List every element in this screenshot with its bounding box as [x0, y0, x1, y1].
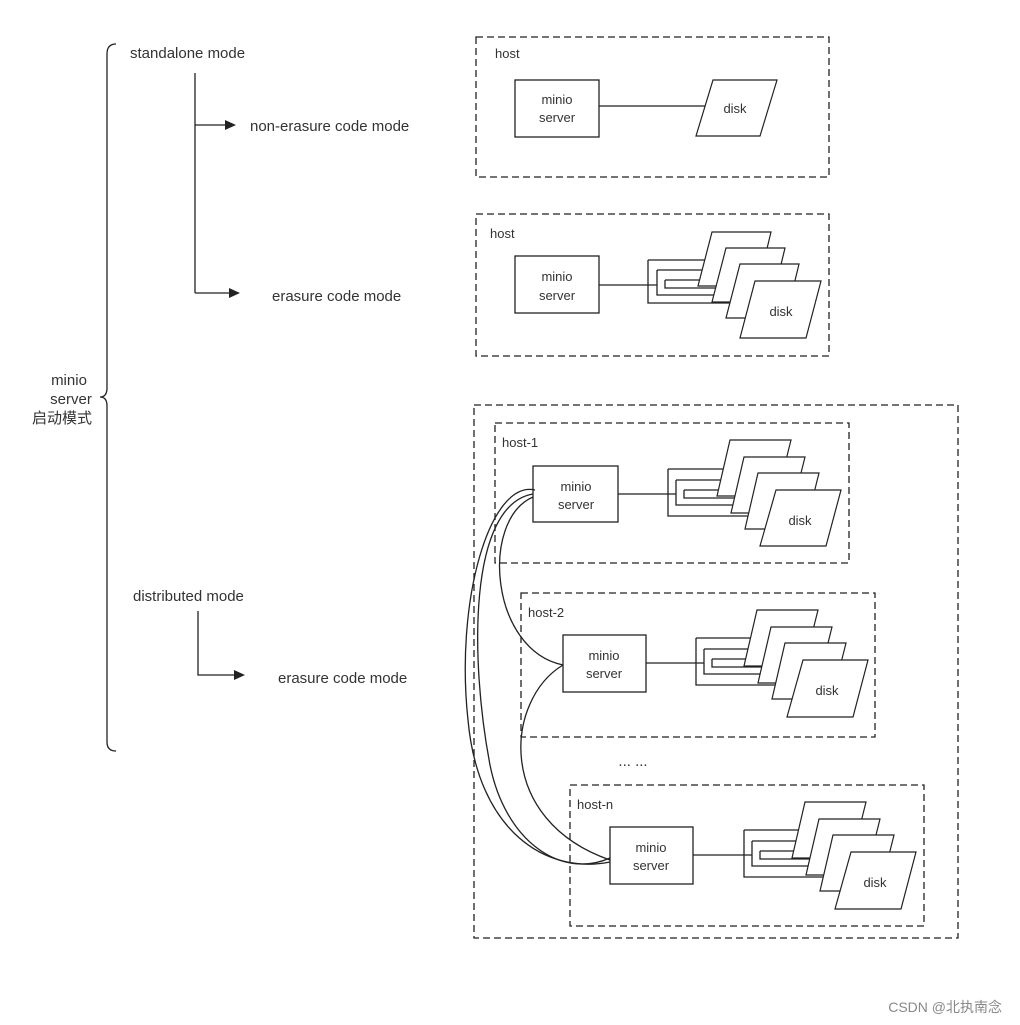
server-interconnect-lines — [464, 488, 611, 865]
root-label-line1: minio — [51, 372, 87, 389]
cluster-boundary — [473, 404, 959, 939]
distributed-host-1: host-1 minio server disk — [494, 422, 850, 564]
disk-label: disk — [788, 513, 812, 528]
minio-server-box — [562, 634, 647, 693]
server-label-line1: minio — [541, 269, 572, 284]
server-label-line2: server — [586, 666, 623, 681]
host-label: host-2 — [528, 605, 564, 620]
distributed-mode-label: distributed mode — [133, 588, 244, 605]
distributed-host-n: host-n minio server disk — [569, 784, 925, 927]
standalone-erasure-arrowhead — [229, 288, 240, 298]
disk-shape-front — [739, 280, 822, 339]
disk-shape-front — [786, 659, 869, 718]
disk-shape-front — [834, 851, 917, 910]
non-erasure-arrowhead — [225, 120, 236, 130]
server-label-line2: server — [633, 858, 670, 873]
distributed-host-2: host-2 minio server disk — [520, 592, 876, 738]
distributed-branch-line — [197, 611, 235, 676]
server-label-line1: minio — [541, 92, 572, 107]
disk-label: disk — [815, 683, 839, 698]
disk-label: disk — [769, 304, 793, 319]
minio-server-box — [514, 79, 600, 138]
minio-server-box — [609, 826, 694, 885]
server-label-line1: minio — [635, 840, 666, 855]
distributed-cluster: host-1 minio server disk host-2 minio se… — [464, 404, 959, 939]
minio-server-box — [532, 465, 619, 523]
server-label-line2: server — [539, 110, 576, 125]
server-label-line2: server — [558, 497, 595, 512]
disk-shape — [695, 79, 778, 137]
watermark: CSDN @北执南念 — [888, 999, 1002, 1015]
standalone-multi-host: host minio server disk — [475, 213, 830, 357]
host-label: host-1 — [502, 435, 538, 450]
non-erasure-mode-label: non-erasure code mode — [250, 118, 409, 135]
host-boundary — [569, 784, 925, 927]
root-label-line2: server — [50, 391, 92, 408]
disk-label: disk — [723, 101, 747, 116]
host-boundary — [475, 36, 830, 178]
mode-brace — [99, 43, 117, 752]
disk-label: disk — [863, 875, 887, 890]
distributed-erasure-mode-label: erasure code mode — [278, 670, 407, 687]
server-label-line1: minio — [588, 648, 619, 663]
host-label: host-n — [577, 797, 613, 812]
host-boundary — [520, 592, 876, 738]
standalone-single-host: host minio server disk — [475, 36, 830, 178]
mode-tree: minio server 启动模式 standalone mode non-er… — [32, 43, 409, 752]
host-boundary — [475, 213, 830, 357]
standalone-mode-label: standalone mode — [130, 45, 245, 62]
host-label: host — [490, 226, 515, 241]
server-label-line2: server — [539, 288, 576, 303]
minio-server-box — [514, 255, 600, 314]
more-hosts-ellipsis: ... ... — [618, 753, 647, 770]
host-boundary — [494, 422, 850, 564]
standalone-erasure-mode-label: erasure code mode — [272, 288, 401, 305]
disk-shape-front — [759, 489, 842, 547]
host-label: host — [495, 46, 520, 61]
server-label-line1: minio — [560, 479, 591, 494]
root-label-line3: 启动模式 — [32, 410, 92, 427]
distributed-erasure-arrowhead — [234, 670, 245, 680]
